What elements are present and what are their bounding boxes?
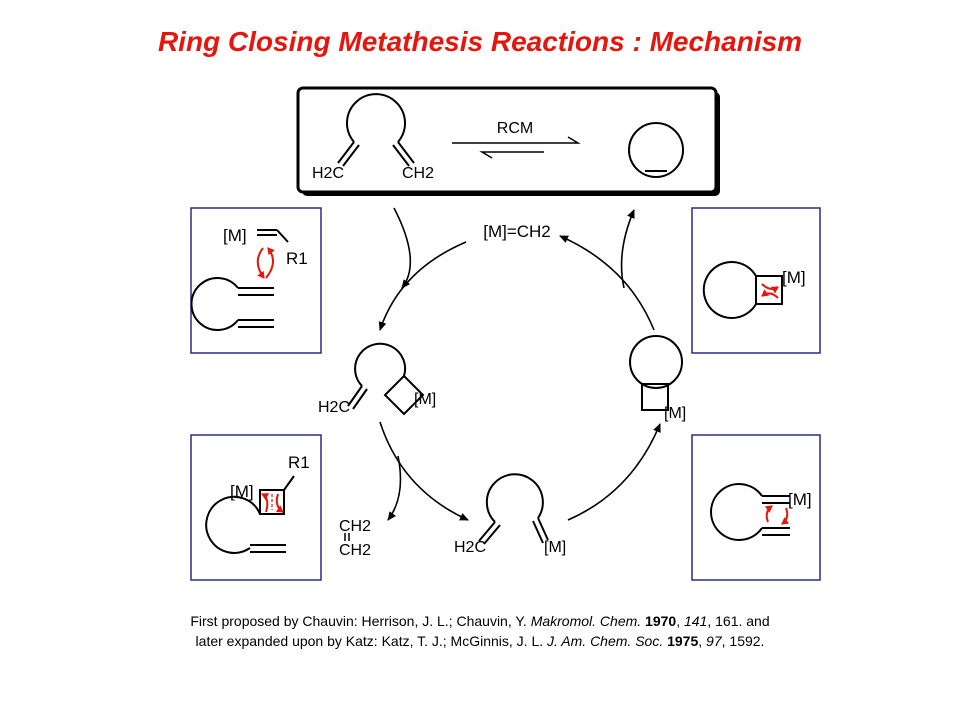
panel-rc-four-membered-ring (755, 275, 783, 305)
panel-retro-cycloaddition: R1 [M] (190, 434, 322, 581)
right-int-metal-label: [M] (664, 405, 686, 422)
citation-2-year: 1975 (667, 633, 699, 649)
panel-ca-frame (691, 434, 821, 581)
panel-initiation-r1-label: R1 (286, 249, 308, 268)
panel-rc-red-arrow-b (761, 289, 779, 299)
bottom-int-left-double-bond-a (478, 521, 496, 542)
diene-right-double-bond-a (397, 141, 415, 164)
cycle-arrow-regenerate-catalyst (559, 235, 655, 331)
ethylene-top-label: CH2 (339, 518, 371, 535)
overall-reaction-box: H2C CH2 RCM (296, 86, 720, 196)
panel-retro-red-arrow-b (275, 493, 284, 513)
panel-retro-r-bond (283, 475, 295, 491)
citation-2-journal: J. Am. Chem. Soc. (547, 633, 664, 649)
overall-box-frame (296, 86, 718, 194)
diene-right-label: CH2 (402, 165, 434, 182)
citation-2-text: later expanded upon by Katz: Katz, T. J.… (195, 633, 548, 649)
bottom-int-h2c-label: H2C (454, 539, 486, 556)
reverse-arrow (479, 151, 544, 159)
bottom-int-metal-label: [M] (544, 539, 566, 556)
panel-initiation: [M] R1 (190, 207, 322, 354)
panel-cycloaddition: [M] (691, 434, 821, 581)
right-int-four-membered-ring (641, 383, 669, 411)
left-int-four-membered-ring (383, 374, 425, 416)
citation-line-2: later expanded upon by Katz: Katz, T. J.… (195, 633, 765, 649)
diene-left-double-bond-b (342, 144, 360, 167)
citation-line-1: First proposed by Chauvin: Herrison, J. … (190, 613, 770, 629)
panel-initiation-red-arrow-a (256, 247, 265, 279)
panel-rc-ring-arc (702, 261, 757, 319)
intermediate-metallacyclobutane-right: [M] (629, 335, 686, 422)
citation-1-volume: 141 (683, 613, 708, 629)
cycle-arrow-catalyst-to-metallacycle (378, 241, 467, 331)
panel-initiation-metal-label: [M] (223, 226, 247, 245)
right-int-ring (629, 335, 683, 389)
diene-left-label: H2C (312, 165, 344, 182)
panel-ca-red-arrow-b (781, 507, 790, 525)
catalytic-cycle (378, 207, 661, 521)
ethylene-byproduct: CH2 CH2 (339, 518, 371, 559)
panel-retro-red-arrow-a (261, 493, 270, 513)
ethylene-bottom-label: CH2 (339, 542, 371, 559)
panel-retro-four-membered-ring (259, 489, 285, 515)
citation: First proposed by Chauvin: Herrison, J. … (80, 611, 880, 651)
citation-1-year: 1970 (645, 613, 677, 629)
cycle-arrow-to-alkylidene (379, 421, 469, 521)
panel-initiation-r-bond (276, 229, 289, 243)
diene-right-double-bond-b (392, 144, 410, 167)
left-int-metal-label: [M] (414, 391, 436, 408)
panel-initiation-ring-arc (190, 277, 239, 331)
panel-ca-red-arrow-a (764, 505, 773, 523)
panel-rc-metal-label: [M] (782, 268, 806, 287)
intermediate-metallacyclobutane-left: H2C [M] (318, 342, 436, 416)
ethylene-release-arrow (387, 455, 402, 521)
citation-1-text: First proposed by Chauvin: Herrison, J. … (190, 613, 531, 629)
panel-rc-red-arrow-a (761, 283, 779, 294)
panel-ca-ring-arc (710, 483, 763, 541)
catalyst-label: [M]=CH2 (483, 222, 551, 241)
forward-arrow (452, 136, 581, 144)
panel-initiation-red-arrow-b (265, 247, 275, 279)
left-int-double-bond-a (347, 385, 363, 407)
panel-initiation-frame (190, 207, 322, 354)
left-int-h2c-label: H2C (318, 399, 350, 416)
bottom-int-left-double-bond-b (483, 524, 501, 545)
equilibrium-arrows (452, 136, 581, 159)
diene-left-double-bond-a (337, 141, 355, 164)
intermediate-alkylidene-bottom: H2C [M] (454, 473, 566, 556)
panel-retro-r1-label: R1 (288, 453, 310, 472)
panel-ring-closing-cycloreversion: [M] (691, 207, 821, 354)
diene-reactant (337, 93, 415, 167)
cycloalkene-product (628, 122, 684, 178)
diene-ring-arc (346, 93, 406, 143)
bottom-int-right-double-bond-b (532, 520, 544, 544)
citation-2-volume: 97 (706, 633, 722, 649)
left-int-double-bond-b (352, 388, 368, 410)
panel-ca-metal-label: [M] (788, 490, 812, 509)
citation-1-pages: , 161. and (707, 613, 770, 629)
bottom-int-ring-arc (485, 473, 544, 523)
panel-retro-ring-arc (205, 495, 261, 554)
slide-title: Ring Closing Metathesis Reactions : Mech… (157, 26, 803, 57)
left-int-ring-arc (354, 342, 407, 387)
citation-1-journal: Makromol. Chem. (530, 613, 642, 629)
bottom-int-right-double-bond-a (537, 517, 549, 541)
rcm-arrow-label: RCM (497, 120, 533, 137)
diene-entry-arrow (393, 207, 412, 289)
product-exit-arrow (620, 209, 635, 289)
citation-2-pages: , 1592. (721, 633, 765, 649)
product-ring (628, 122, 684, 178)
cycle-arrow-to-second-metallacycle (567, 423, 661, 521)
